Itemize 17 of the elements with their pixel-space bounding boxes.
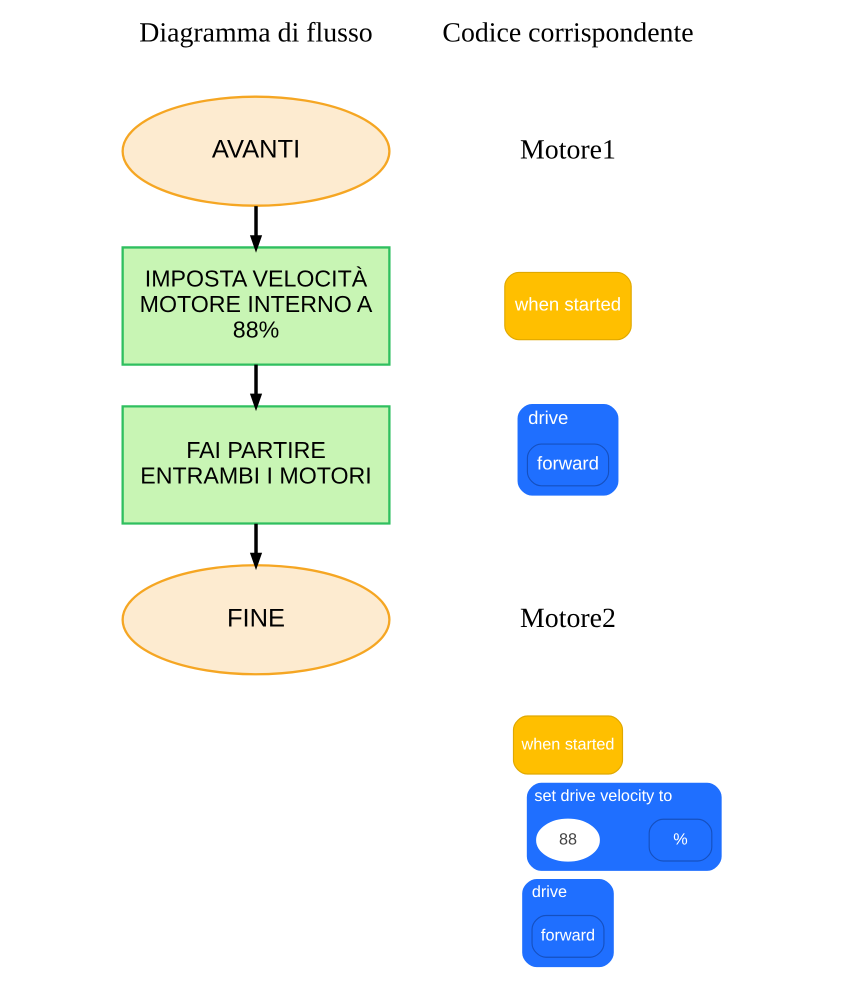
node-box: when started [504,272,632,340]
label: Motore1 [520,134,616,166]
node-box: IMPOSTA VELOCITÀ MOTORE INTERNO A 88% [121,246,391,366]
node-box: % [648,818,712,862]
label: Motore2 [520,602,616,634]
arrow [250,364,262,412]
label: Diagramma di flusso [139,17,373,48]
arrow [250,524,262,570]
arrow [250,206,262,253]
node-ellipse: 88 [536,818,600,862]
node-box: forward [531,914,605,958]
node-box: when started [512,715,624,775]
node-box: FAI PARTIRE ENTRAMBI I MOTORI [121,405,391,525]
label: Codice corrispondente [442,17,694,48]
node-box: forward [526,443,610,486]
node-ellipse: FINE [121,564,391,676]
node-ellipse: AVANTI [121,96,391,207]
